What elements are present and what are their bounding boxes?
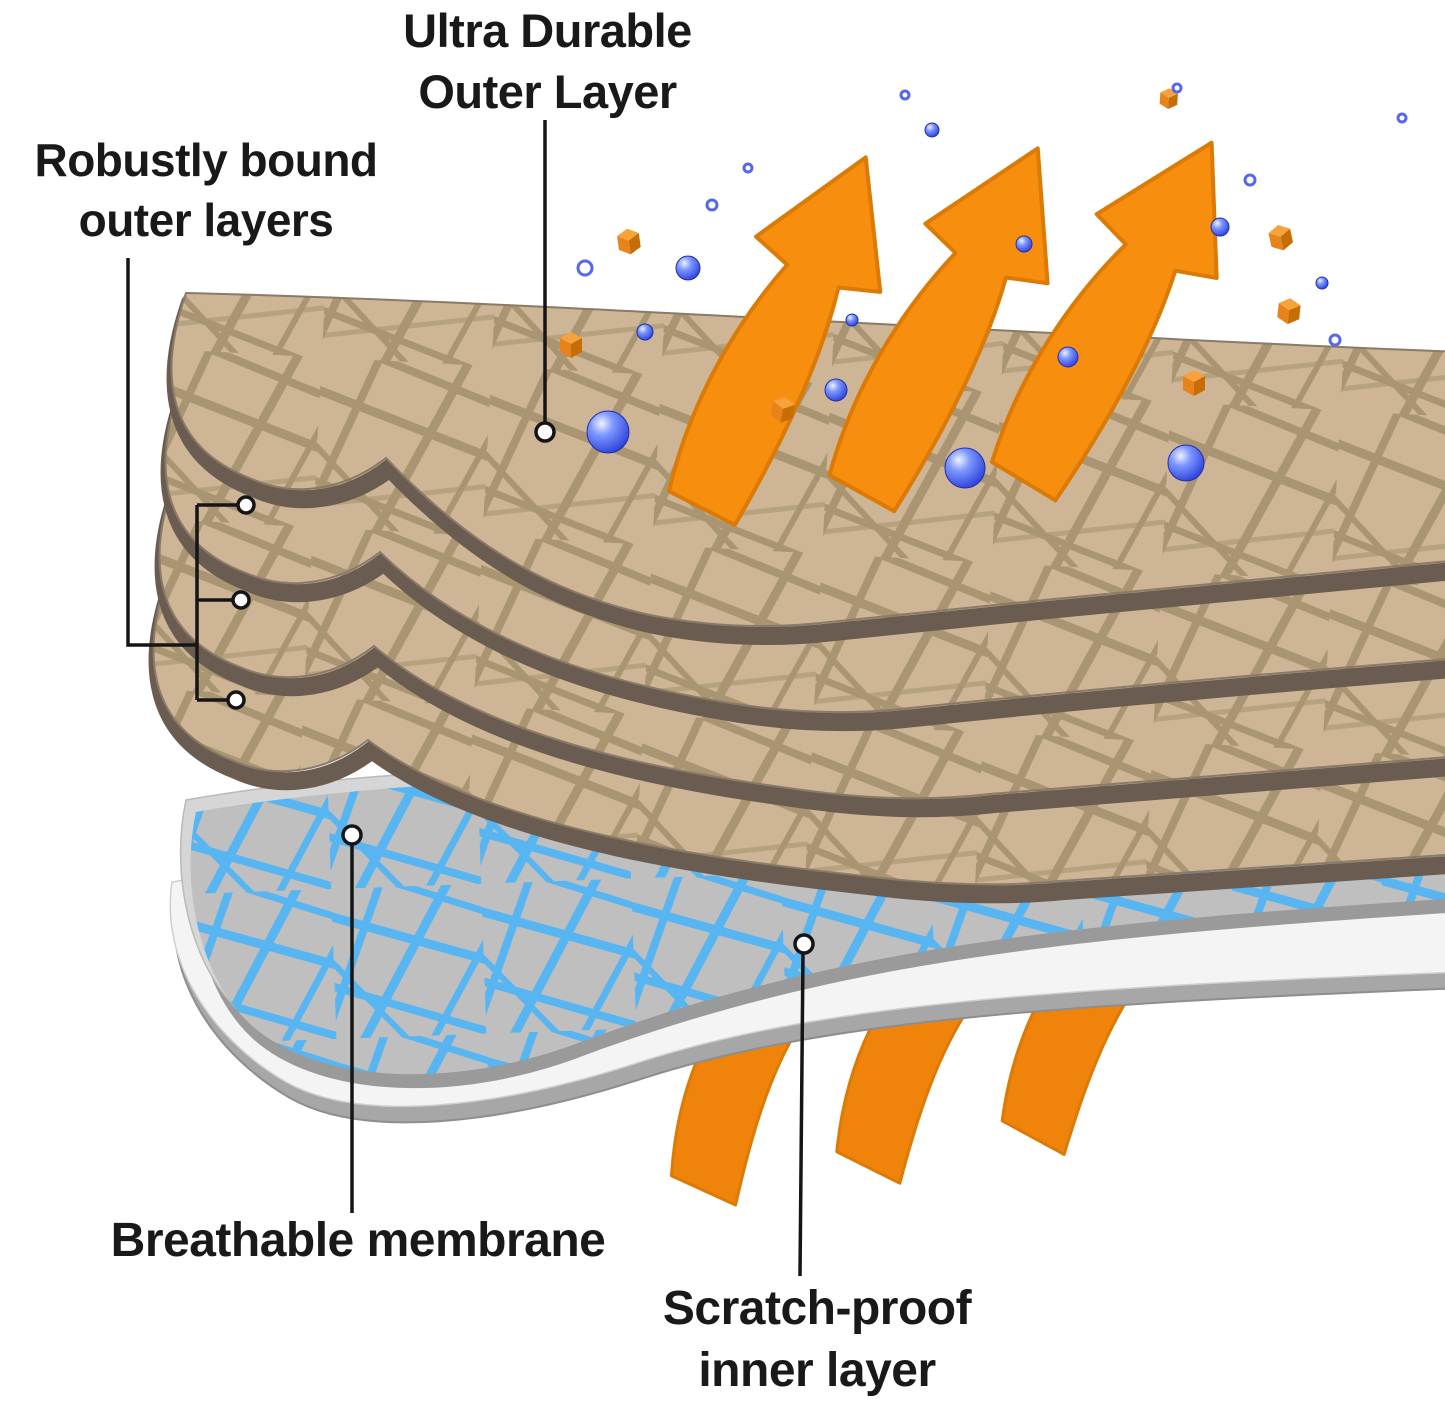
sheet-front-edge — [154, 482, 1445, 818]
leader-bound-layers — [126, 258, 197, 647]
sheet-front-edge — [166, 294, 1445, 646]
air-bubble — [742, 162, 754, 174]
water-droplet — [675, 255, 701, 281]
water-droplets — [586, 122, 1329, 489]
dirt-cube-icon — [616, 227, 642, 256]
sheet-front-edge — [160, 388, 1445, 732]
water-droplet — [924, 122, 940, 138]
water-droplet — [1015, 235, 1033, 253]
label-bound-layers: Robustly bound outer layers — [34, 134, 378, 246]
water-droplet — [1057, 346, 1079, 368]
callout-marker — [226, 690, 246, 710]
water-droplet — [845, 313, 859, 327]
dirt-cube-icon — [1276, 297, 1302, 326]
water-droplet — [824, 378, 848, 402]
water-droplet — [1167, 444, 1205, 482]
water-droplet — [1315, 276, 1329, 290]
water-droplet — [1210, 217, 1230, 237]
dirt-cube-icon — [1267, 222, 1295, 253]
label-inner-layer: Scratch-proof inner layer — [662, 1282, 972, 1398]
callout-marker — [231, 590, 251, 610]
air-bubble — [1328, 333, 1342, 347]
water-droplet — [944, 447, 986, 489]
sheet-front-edge — [148, 576, 1445, 904]
air-bubbles — [576, 82, 1408, 347]
water-droplet — [586, 410, 630, 454]
air-bubble — [1396, 112, 1408, 124]
water-droplet — [636, 323, 654, 341]
leader-lines — [126, 120, 805, 1277]
air-bubble — [899, 89, 911, 101]
label-breathable-membrane: Breathable membrane — [110, 1214, 606, 1267]
callout-marker — [341, 824, 363, 846]
callout-marker — [793, 933, 815, 955]
label-outer-layer: Ultra Durable Outer Layer — [403, 4, 692, 119]
callout-marker — [236, 495, 256, 515]
air-bubble — [705, 198, 719, 212]
callout-marker — [534, 421, 556, 443]
air-bubble — [576, 259, 594, 277]
leader-inner-layer — [798, 952, 805, 1277]
air-bubble — [1171, 82, 1183, 94]
air-bubble — [1243, 173, 1257, 187]
callout-markers — [226, 421, 815, 955]
